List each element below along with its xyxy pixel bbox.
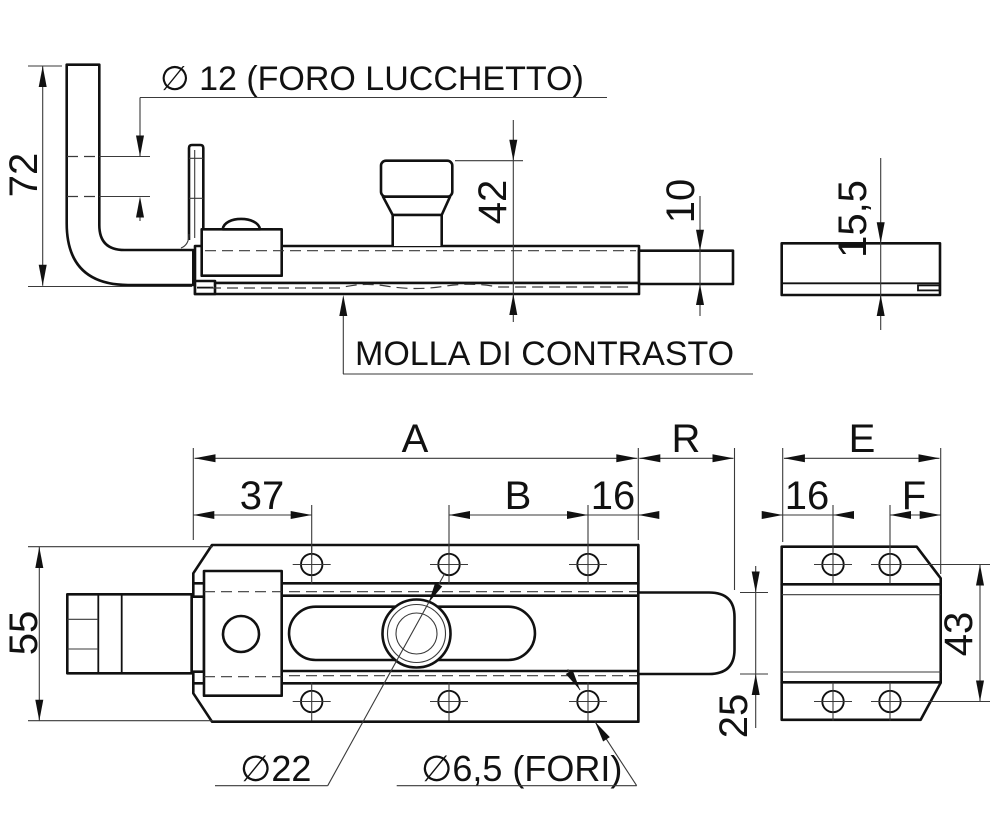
dim-10-text: 10 <box>659 179 703 224</box>
bolt-rod-plan <box>638 591 736 676</box>
side-view: 72 ∅ 12 (FORO LUCCHETTO) 42 10 MOLLA DI … <box>2 60 753 375</box>
spring-label: MOLLA DI CONTRASTO <box>355 335 734 373</box>
staple-bar <box>65 63 195 287</box>
dim-B-text: B <box>505 474 532 518</box>
slider-block <box>200 228 283 278</box>
dim-43: 43 <box>902 563 990 703</box>
plan-view: A R 37 B 16 <box>2 417 768 789</box>
dim-42-text: 42 <box>471 180 515 225</box>
knob-boss-circles <box>381 598 452 669</box>
dim-15-5: 15,5 <box>831 158 885 330</box>
spring-callout: MOLLA DI CONTRASTO <box>339 295 753 375</box>
dia22-callout: ∅22 <box>215 572 446 789</box>
dim-E-text: E <box>849 417 876 461</box>
spring-dome <box>217 217 266 231</box>
dim-72-text: 72 <box>2 153 46 198</box>
flag-plate <box>180 143 205 249</box>
end-plate <box>780 545 942 722</box>
dim-43-text: 43 <box>937 612 981 657</box>
spring-end-notch <box>917 284 941 292</box>
dim-55: 55 <box>2 546 213 722</box>
dim-R-text: R <box>672 417 701 461</box>
dim-42: 42 <box>455 120 523 322</box>
dim-A-text: A <box>402 417 429 461</box>
dim-F-text: F <box>902 474 926 518</box>
dim-72: 72 <box>2 65 192 288</box>
dim-B: B <box>448 474 589 556</box>
dim-A: A <box>192 417 639 540</box>
dim-16: 16 <box>588 474 660 519</box>
padlock-hole-callout: ∅ 12 (FORO LUCCHETTO) <box>136 60 607 221</box>
dim-16-end: 16 <box>761 474 854 552</box>
dim-25-text: 25 <box>712 694 756 739</box>
dim-15-5-text: 15,5 <box>831 180 875 258</box>
dim-55-text: 55 <box>2 611 46 656</box>
dim-E: E <box>782 417 942 574</box>
end-view-side: 15,5 <box>780 158 942 330</box>
dim-25: 25 <box>712 566 768 738</box>
padlock-hole-plan <box>221 614 261 654</box>
end-view-body <box>780 242 942 297</box>
knob <box>379 159 454 246</box>
dim-16-end-text: 16 <box>785 474 830 518</box>
mounting-holes <box>292 545 607 721</box>
dia22-label: ∅22 <box>240 748 311 789</box>
dim-F: F <box>889 474 941 552</box>
knob-plan <box>66 592 206 675</box>
dim-37: 37 <box>193 474 313 556</box>
dim-10: 10 <box>659 179 704 316</box>
dia65-label: ∅6,5 (FORI) <box>421 748 622 789</box>
padlock-hole-label: ∅ 12 (FORO LUCCHETTO) <box>160 60 584 98</box>
dim-37-text: 37 <box>240 474 285 518</box>
dim-R: R <box>639 417 736 590</box>
dia65-callout: ∅6,5 (FORI) <box>396 669 638 789</box>
end-view-plan: E 16 F 43 <box>761 417 990 722</box>
bolt-rod <box>637 249 735 286</box>
end-plate-holes <box>814 545 909 721</box>
spring-wavy-line <box>210 283 630 290</box>
dim-16-text: 16 <box>591 474 636 518</box>
